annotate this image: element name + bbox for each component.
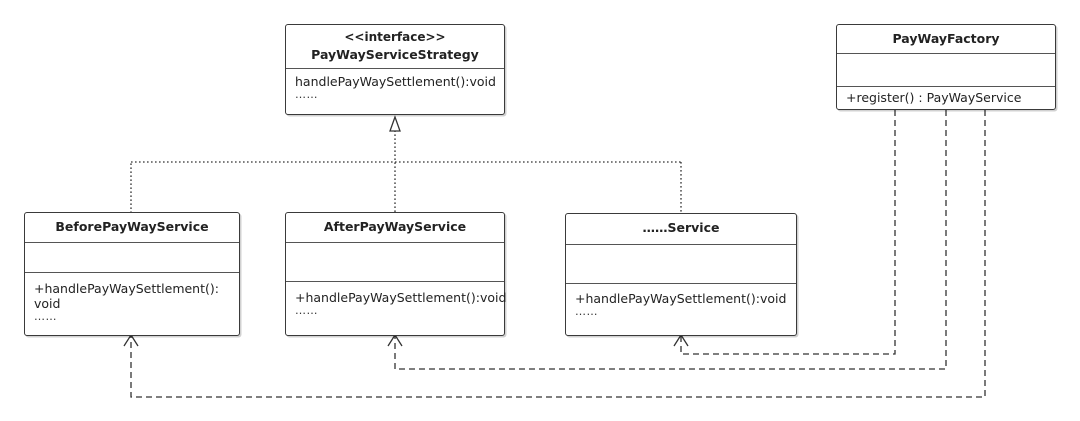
before-service-attributes [25, 243, 239, 273]
factory-operation: +register() : PayWayService [846, 90, 1022, 105]
other-service-more: …… [575, 305, 598, 318]
other-service-class-box[interactable]: ……Service +handlePayWaySettlement():void… [565, 213, 797, 336]
interface-name: PayWayServiceStrategy [311, 47, 479, 62]
interface-operation: handlePayWaySettlement():void [295, 74, 496, 89]
factory-operations: +register() : PayWayService [837, 87, 1055, 105]
dependency-line-before [130, 110, 986, 398]
other-service-operations: +handlePayWaySettlement():void …… [566, 284, 796, 318]
factory-class-box[interactable]: PayWayFactory +register() : PayWayServic… [836, 24, 1056, 110]
before-service-name: BeforePayWayService [55, 219, 209, 234]
other-service-operation: +handlePayWaySettlement():void [575, 291, 787, 306]
other-service-header: ……Service [566, 214, 796, 245]
before-service-operations: +handlePayWaySettlement():void …… [25, 273, 239, 323]
after-service-class-box[interactable]: AfterPayWayService +handlePayWaySettleme… [285, 212, 507, 336]
after-service-attributes [286, 243, 504, 282]
dependency-line-after [394, 110, 947, 370]
factory-header: PayWayFactory [837, 25, 1055, 54]
before-service-more: …… [34, 310, 57, 323]
interface-more: …… [295, 88, 318, 101]
after-service-name: AfterPayWayService [323, 219, 467, 234]
factory-attributes [837, 54, 1055, 87]
interface-class-box[interactable]: <<interface>> PayWayServiceStrategy hand… [285, 24, 505, 115]
after-service-operations: +handlePayWaySettlement():void …… [286, 282, 507, 317]
before-service-class-box[interactable]: BeforePayWayService +handlePayWaySettlem… [24, 212, 240, 336]
after-service-more: …… [295, 304, 318, 317]
other-service-attributes [566, 245, 796, 284]
dependency-line-other [680, 110, 896, 355]
after-service-operation: +handlePayWaySettlement():void [295, 290, 507, 305]
factory-name: PayWayFactory [892, 31, 1000, 46]
before-service-header: BeforePayWayService [25, 213, 239, 243]
interface-stereotype: <<interface>> [344, 30, 446, 44]
before-service-operation: +handlePayWaySettlement():void [34, 281, 219, 311]
other-service-name: ……Service [642, 220, 720, 235]
realization-arrowhead [389, 115, 401, 132]
interface-header: <<interface>> PayWayServiceStrategy [286, 25, 504, 69]
interface-operations: handlePayWaySettlement():void …… [286, 69, 504, 101]
after-service-header: AfterPayWayService [286, 213, 504, 243]
